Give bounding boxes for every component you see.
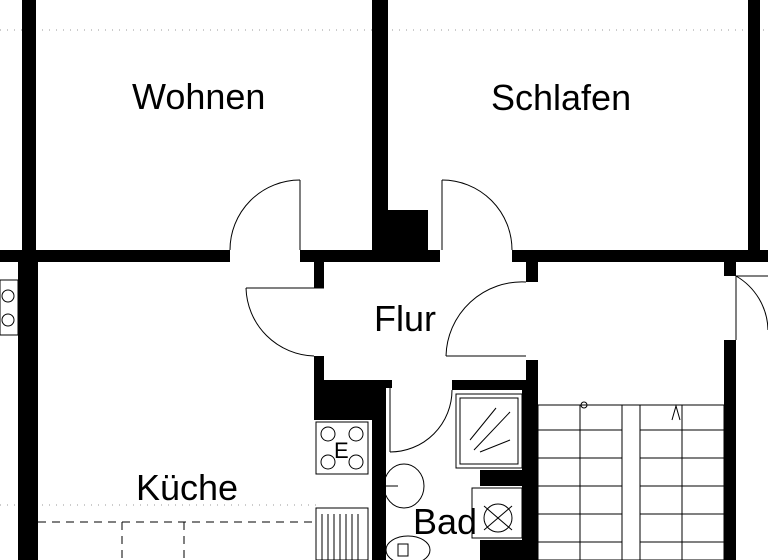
wall-bad-left bbox=[372, 380, 386, 560]
wall-flur-left bbox=[314, 262, 324, 288]
stove-marker: E bbox=[334, 438, 349, 463]
shower bbox=[455, 393, 523, 469]
staircase bbox=[537, 401, 725, 560]
wall-stair-left bbox=[526, 360, 538, 560]
room-label-wohnen: Wohnen bbox=[132, 76, 265, 117]
wall-middle-upper bbox=[372, 0, 388, 255]
wall-horizontal-left bbox=[0, 250, 230, 262]
wall-right-upper bbox=[748, 0, 760, 252]
wall-left-top bbox=[22, 0, 36, 262]
room-label-flur: Flur bbox=[374, 298, 436, 339]
wall-horizontal-mid bbox=[300, 250, 440, 262]
room-label-schlafen: Schlafen bbox=[491, 77, 631, 118]
stove: E bbox=[315, 421, 369, 475]
kitchen-sink bbox=[315, 507, 369, 560]
doors bbox=[229, 179, 768, 453]
ceiling-dotted-lines bbox=[0, 29, 768, 506]
chimney-block bbox=[388, 210, 428, 255]
wall-flur-left-lower bbox=[314, 356, 324, 386]
bad-lower-partition bbox=[480, 540, 526, 560]
shaft-block bbox=[314, 380, 374, 420]
wall-left-lower bbox=[18, 262, 38, 560]
wall-bad-top-right bbox=[452, 380, 526, 390]
kitchen-counters bbox=[38, 521, 316, 560]
toilet bbox=[383, 463, 431, 560]
washing-machine bbox=[471, 487, 523, 539]
room-label-bad: Bad bbox=[413, 501, 477, 542]
wall-bad-top bbox=[386, 380, 392, 388]
wall-flur-right bbox=[526, 262, 538, 282]
wall-right-lower bbox=[724, 262, 736, 276]
room-label-kueche: Küche bbox=[136, 467, 238, 508]
wall-right-lower-2 bbox=[724, 340, 736, 560]
left-edge-fixture bbox=[0, 279, 19, 336]
wall-horizontal-right bbox=[512, 250, 768, 262]
bad-partition bbox=[480, 470, 526, 486]
